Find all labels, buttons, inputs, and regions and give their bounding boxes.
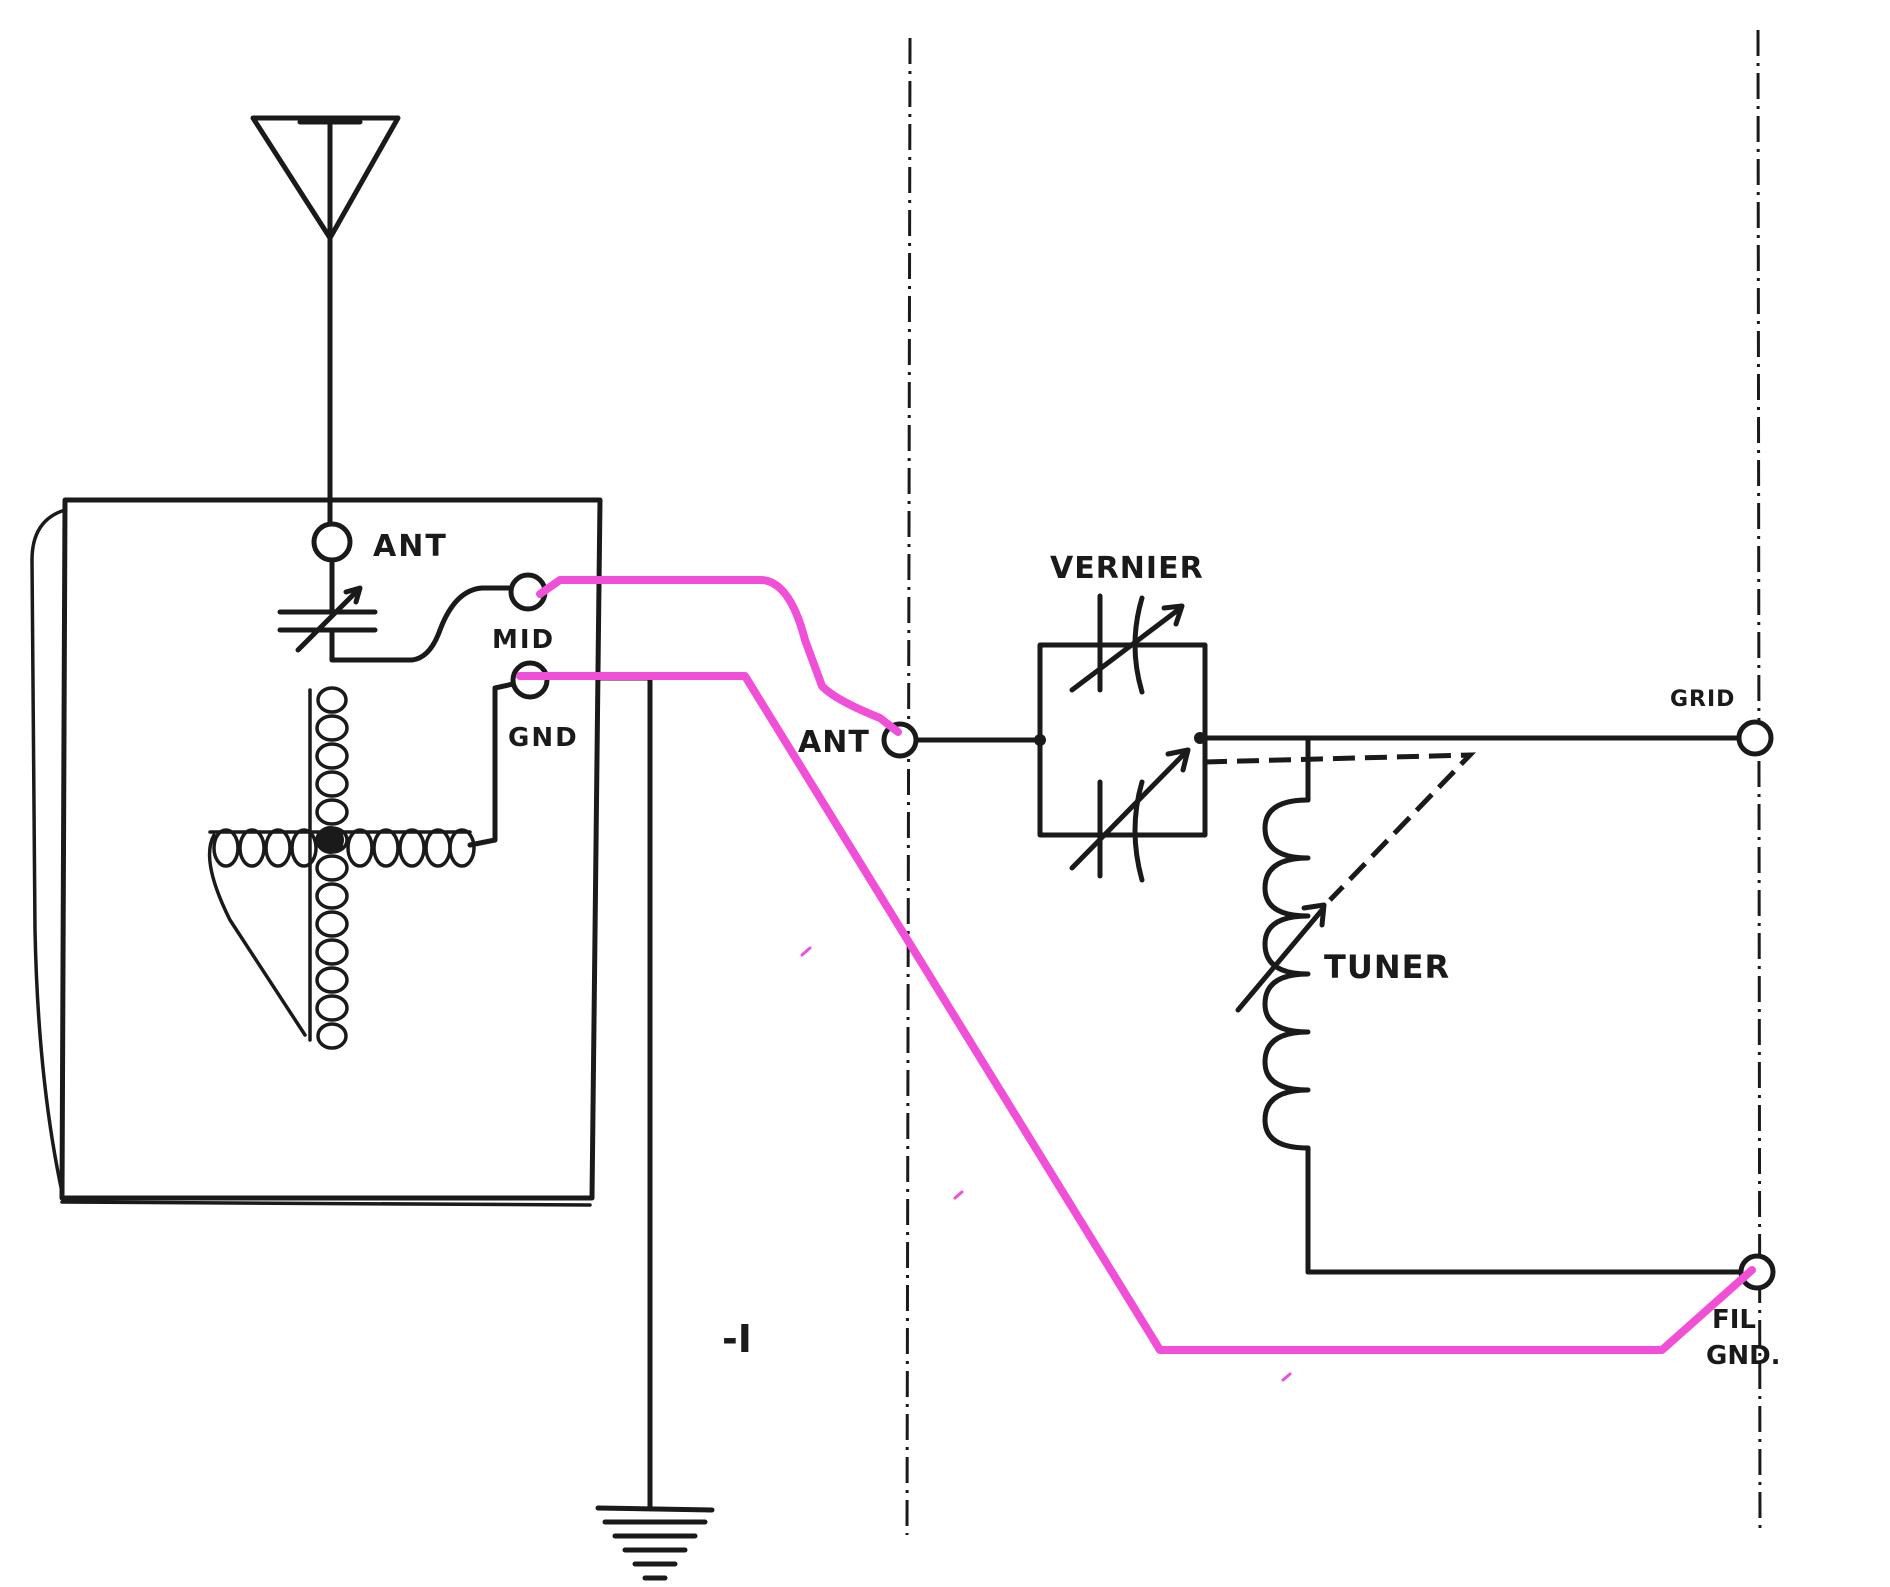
jumper-wire-gnd-to-fil — [516, 672, 1756, 1354]
vernier-capacitor — [1037, 593, 1208, 883]
coupler-ant-terminal — [311, 521, 353, 563]
coupler-gnd-label: GND — [508, 723, 579, 753]
tuner-inductor — [1204, 735, 1477, 1275]
tuner-label: TUNER — [1324, 948, 1450, 986]
coupler-mid-label: MID — [492, 625, 555, 655]
section-divider-left — [905, 37, 912, 1536]
gnd-label: GND. — [1706, 1341, 1781, 1371]
ground-icon — [595, 1505, 715, 1581]
variable-inductor-icon — [207, 686, 476, 1050]
vernier-label: VERNIER — [1050, 551, 1204, 586]
fil-gnd-terminal — [1738, 1253, 1776, 1291]
coupler-ant-label: ANT — [373, 529, 448, 564]
jumper-wire-mid-to-ant — [536, 576, 902, 736]
fil-label: FIL — [1712, 1305, 1756, 1335]
minus-label: -I — [722, 1317, 752, 1361]
receiver-ant-label: ANT — [798, 725, 870, 760]
section-divider-right — [1756, 29, 1762, 1536]
grid-label: GRID — [1670, 687, 1735, 712]
coupler-box — [30, 497, 603, 1207]
variable-capacitor-icon — [277, 557, 378, 663]
antenna-icon — [250, 115, 401, 525]
grid-terminal — [1736, 719, 1774, 757]
